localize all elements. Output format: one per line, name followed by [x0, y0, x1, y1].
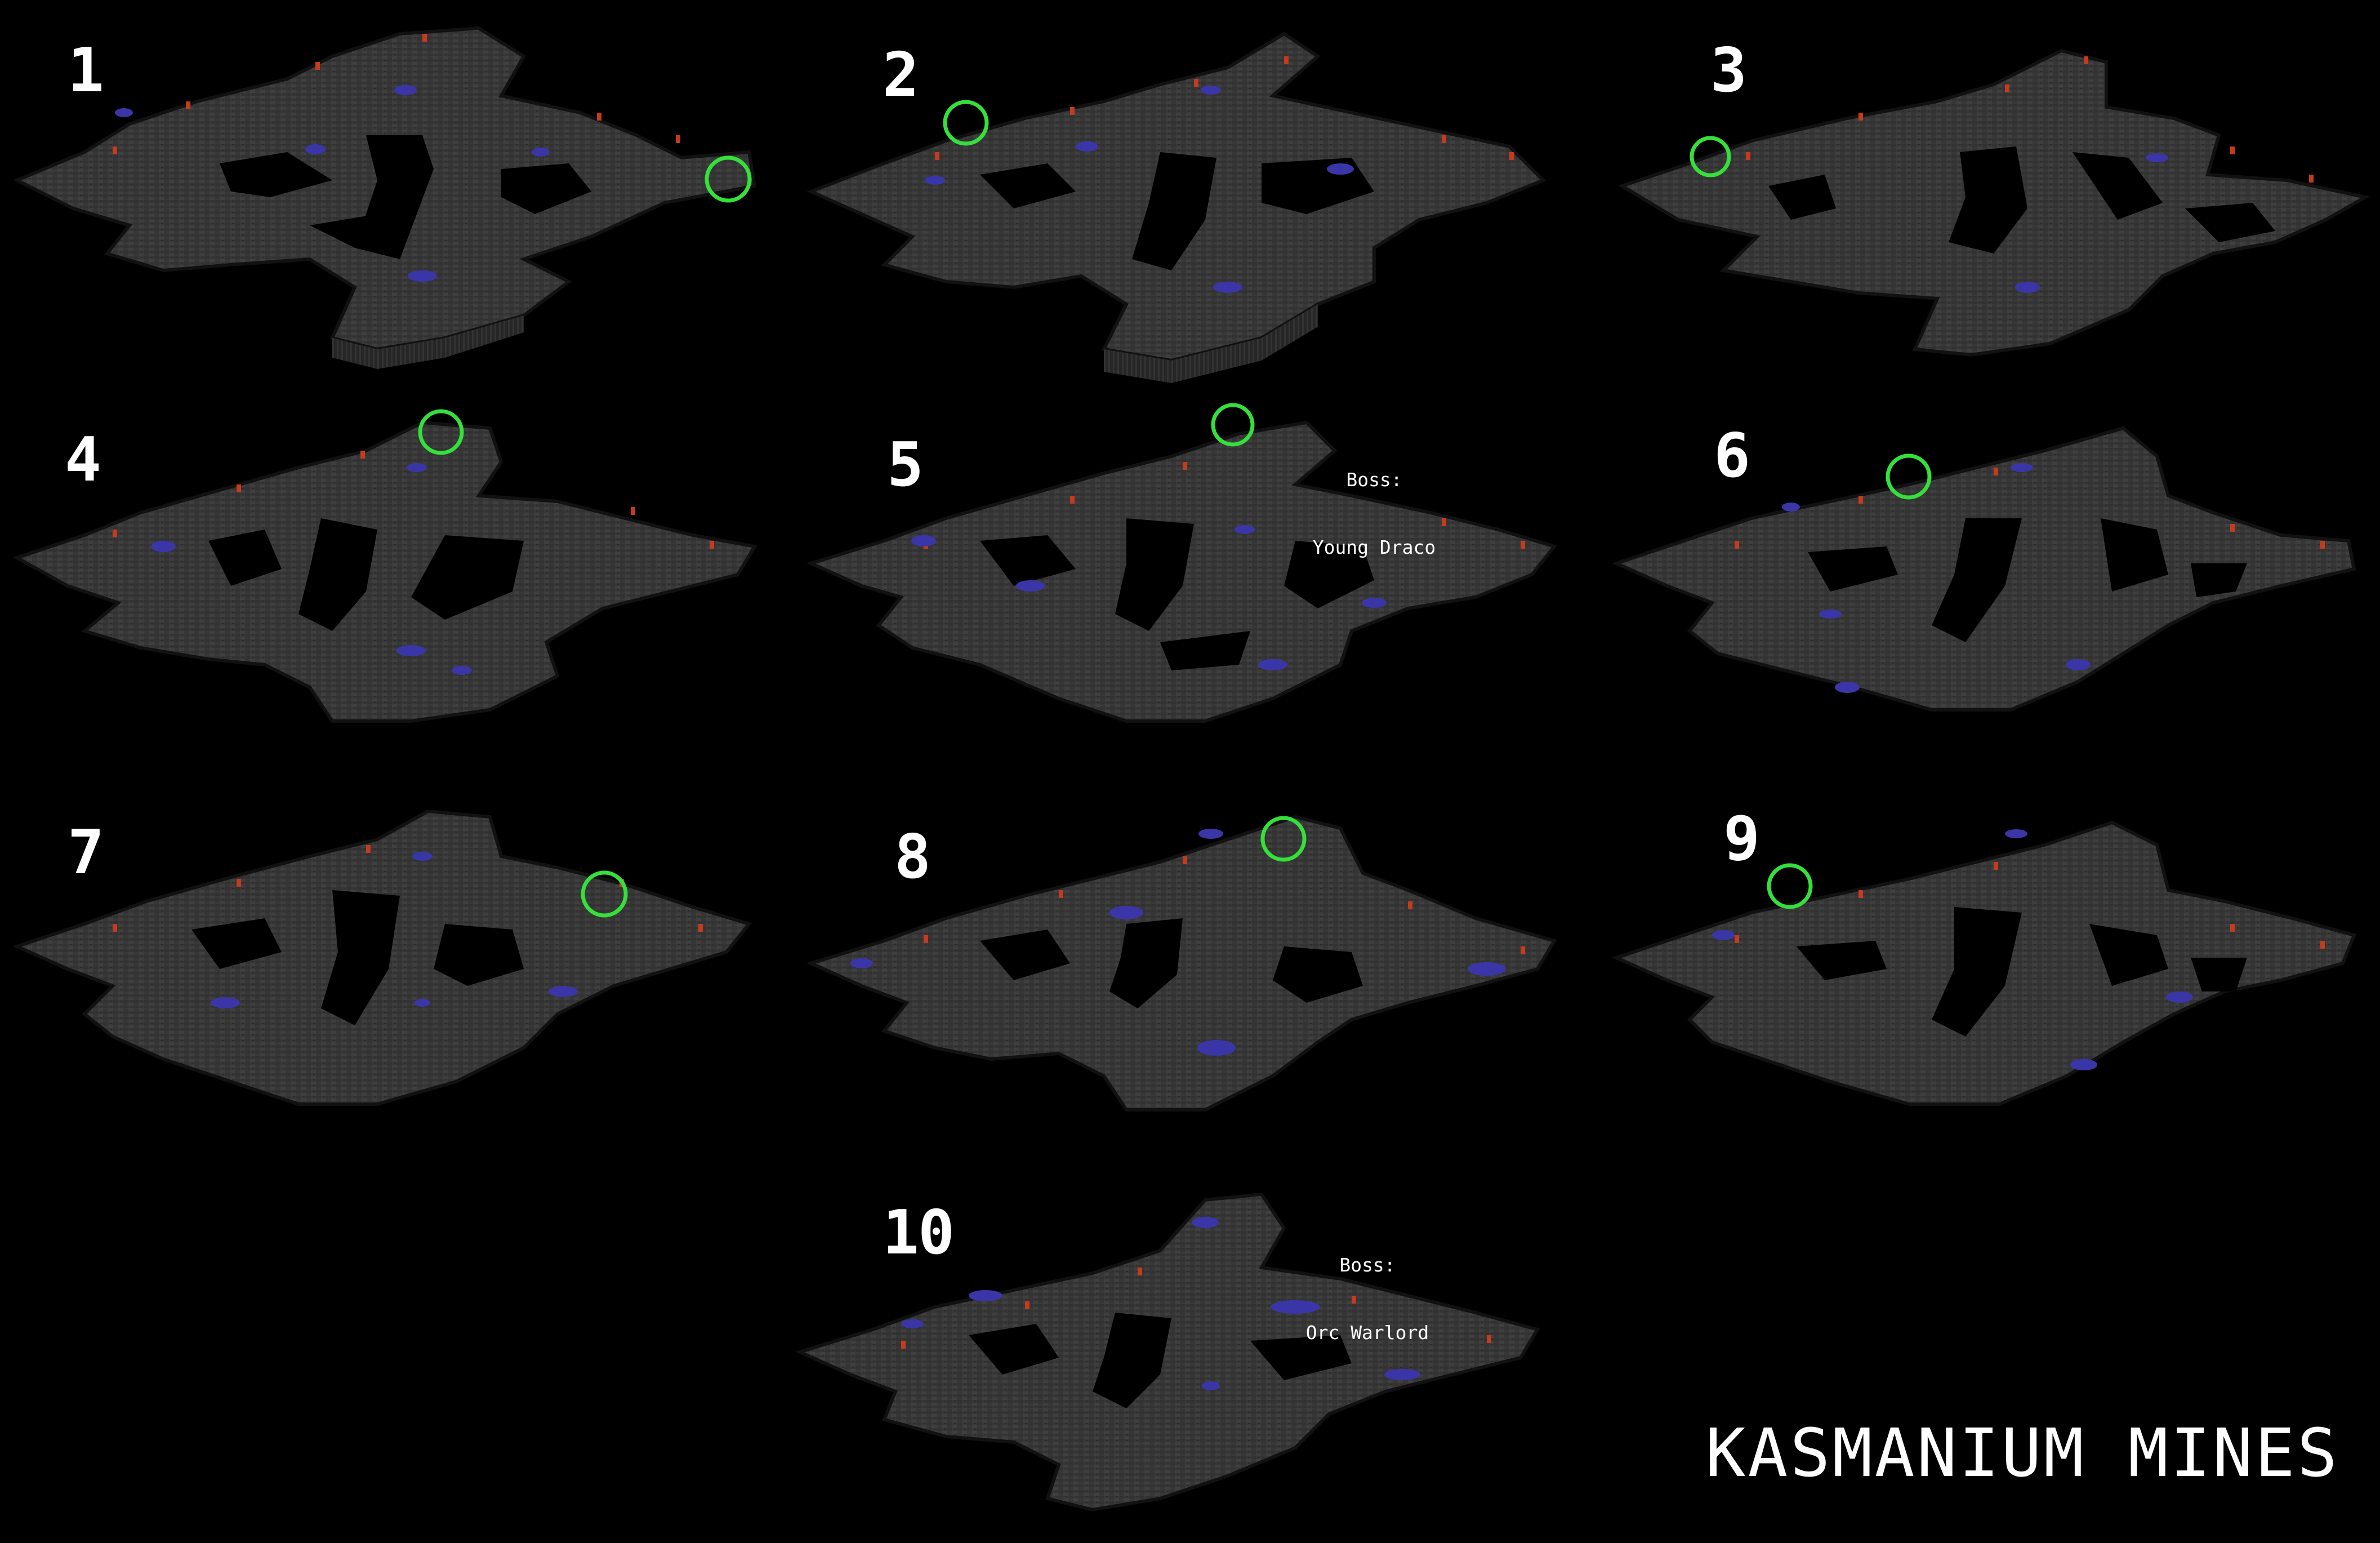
boss-name: Young Draco — [1312, 536, 1436, 558]
level-number-7: 7 — [68, 817, 104, 888]
boss-label-level-10: Boss: Orc Warlord — [1277, 1209, 1458, 1367]
level-number-5: 5 — [887, 430, 924, 500]
map-title: KASMANIUM MINES — [1705, 1414, 2339, 1492]
boss-heading: Boss: — [1339, 1254, 1396, 1276]
cave-map-level-1 — [12, 26, 757, 369]
boss-heading: Boss: — [1346, 469, 1402, 491]
cave-map-level-6 — [1611, 426, 2356, 712]
level-number-1: 1 — [68, 35, 104, 106]
green-circle-exit-icon — [581, 870, 628, 918]
cave-map-level-10 — [795, 1192, 1540, 1512]
level-number-2: 2 — [883, 40, 919, 110]
green-circle-exit-icon — [1886, 453, 1932, 500]
cave-map-level-7 — [12, 809, 752, 1106]
level-number-10: 10 — [883, 1198, 955, 1268]
crystal-ore-icons — [115, 85, 2193, 1390]
green-circle-exit-icon — [705, 155, 752, 203]
boss-name: Orc Warlord — [1305, 1322, 1429, 1344]
green-circle-exit-icon — [943, 100, 989, 146]
level-number-3: 3 — [1710, 35, 1747, 106]
level-number-6: 6 — [1714, 421, 1750, 491]
level-number-9: 9 — [1723, 804, 1760, 874]
green-circle-exit-icon — [1211, 403, 1255, 447]
green-circle-exit-icon — [418, 409, 464, 455]
cave-map-level-4 — [12, 420, 757, 723]
cave-map-level-5 — [806, 420, 1558, 723]
cave-map-level-2 — [806, 32, 1546, 383]
level-number-8: 8 — [894, 822, 931, 892]
cave-map-level-9 — [1611, 820, 2357, 1106]
boss-label-level-5: Boss: Young Draco — [1284, 424, 1464, 581]
green-circle-exit-icons — [418, 100, 1932, 918]
level-number-4: 4 — [65, 425, 101, 495]
green-circle-exit-icon — [1260, 816, 1307, 862]
cave-map-level-3 — [1617, 48, 2370, 357]
cave-map-level-8 — [806, 815, 1557, 1111]
green-circle-exit-icon — [1767, 863, 1813, 909]
green-circle-exit-icon — [1690, 136, 1731, 177]
